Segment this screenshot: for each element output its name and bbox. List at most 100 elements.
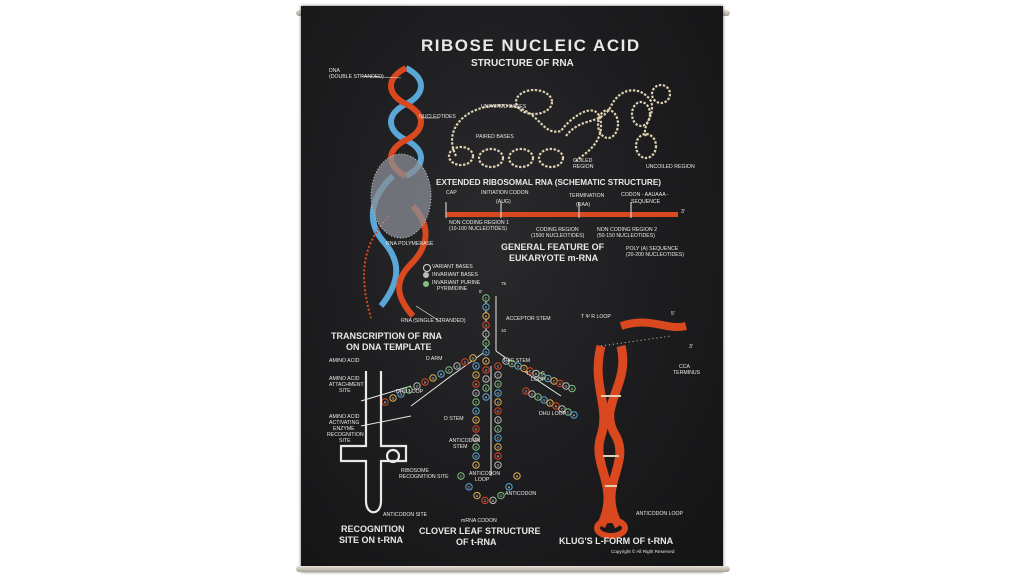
clover-base-circle [482, 375, 490, 383]
clover-base-letter: C [567, 411, 570, 415]
clover-base-letter: A [440, 373, 443, 377]
act-label-1: AMINO ACID [329, 414, 360, 420]
five-prime-label: 5' [479, 289, 483, 294]
coiled-label: COILED [573, 158, 593, 164]
cap-label: CAP [446, 190, 457, 196]
clover-base-letter: U [559, 382, 562, 386]
clover-base-circle [473, 491, 481, 500]
clover-base-circle [526, 367, 534, 375]
noncoding1-count: (10-100 NUCLEOTIDES) [449, 226, 507, 232]
clover-base-letter: A [497, 455, 500, 459]
clover-base-circle [429, 374, 437, 382]
dna-label: DNA [329, 68, 340, 74]
clover-base-circle [568, 384, 576, 393]
clover-base-circle [522, 387, 530, 395]
bottom-hanging-rod [296, 566, 730, 572]
dhu-loop-label: DHU LOOP [396, 389, 424, 395]
poster-subtitle: STRUCTURE OF RNA [471, 58, 574, 69]
clover-base-letter: G [485, 351, 488, 355]
clover-base-circle [508, 359, 516, 368]
clover-base-circle [494, 416, 502, 424]
rna-polymerase-label: RNA POLYMERASE [386, 241, 434, 247]
clover-base-letter: U [531, 393, 534, 397]
termination-label: TERMINATION [569, 193, 605, 199]
invariant-bases-label: INVARIANT BASES [432, 272, 478, 278]
clover-base-circle [481, 496, 489, 505]
clover-base-letter: C [497, 437, 500, 441]
clover-base-circle [494, 425, 502, 433]
clover-base-letter: G [432, 377, 435, 381]
clover-base-circle [494, 452, 502, 460]
clover-base-letter: C [448, 369, 451, 373]
clover-base-circle [482, 321, 490, 329]
clover-base-letter: G [500, 494, 503, 498]
clover-base-letter: C [464, 361, 467, 365]
act-label-4: RECOGNITION [327, 432, 364, 438]
clover-base-letter: C [553, 380, 556, 384]
clover-base-letter: G [497, 410, 500, 414]
clover-base-letter: A [535, 372, 538, 376]
cloverleaf-heading-1: CLOVER LEAF STRUCTURE [419, 526, 541, 536]
ribosome-label-1: RIBOSOME [401, 468, 429, 474]
anticodon-stem-label: ANTICODON [449, 438, 481, 444]
clover-base-letter: U [475, 464, 478, 468]
clover-base-letter: A [511, 362, 514, 366]
d-arm-label: D ARM [426, 356, 443, 362]
clover-base-letter: U [497, 401, 500, 405]
pos-10-label: 10 [501, 328, 507, 333]
clover-base-circle [497, 491, 505, 500]
clover-base-circle [472, 380, 480, 388]
clover-base-circle [538, 372, 546, 380]
three-prime-label: 3' [681, 209, 685, 215]
clover-base-circle [482, 357, 490, 365]
clover-base-circle [494, 371, 502, 379]
recognition-heading-2: SITE ON t-RNA [339, 535, 403, 545]
clover-base-circle [472, 362, 480, 370]
ribosome-label-2: RECOGNITION SITE [399, 474, 449, 480]
clover-base-letter: U [485, 378, 488, 382]
clover-base-circle [494, 398, 502, 406]
clover-base-letter: G [400, 393, 403, 397]
clover-base-circle [465, 483, 473, 491]
chart-artwork: CCAGCGGAUUUAGCUCAGUUGGGAGAGCCAGACUGAAGAU… [339, 65, 687, 539]
lform-anticodon-loop-label: ANTICODON LOOP [636, 511, 683, 517]
clover-base-letter: C [475, 401, 478, 405]
clover-base-letter: A [516, 475, 519, 479]
unpaired-bases-label: UNPAIRED BASES [481, 104, 527, 110]
pyrimidine-label: PYRIMIDINE [437, 286, 468, 292]
tpsic-stem-label: TΨC STEM [503, 358, 531, 364]
uncoiled-label: UNCOILED REGION [646, 164, 695, 170]
clover-base-circle [482, 393, 490, 401]
clover-base-circle [482, 312, 490, 320]
clover-base-letter: A [475, 383, 478, 387]
clover-base-letter: A [492, 499, 495, 503]
clover-base-letter: A [475, 437, 478, 441]
clover-leaf-bases: CCAGCGGAUUUAGCUCAGUUGGGAGAGCCAGACUGAAGAU… [381, 294, 578, 505]
clover-base-letter: G [565, 385, 568, 389]
clover-base-circle [494, 434, 502, 442]
noncoding2-label: NON CODING REGION 2 [597, 227, 657, 233]
clover-base-letter: A [555, 405, 558, 409]
clover-base-letter: G [505, 360, 508, 364]
clover-base-circle [389, 394, 397, 402]
clover-base-letter: C [497, 365, 500, 369]
clover-base-letter: G [475, 446, 478, 450]
clover-base-letter: A [547, 377, 550, 381]
clover-base-circle [540, 396, 548, 404]
clover-base-letter: G [517, 365, 520, 369]
clover-base-letter: A [485, 360, 488, 364]
clover-base-letter: C [485, 333, 488, 337]
clover-base-circle [472, 407, 480, 415]
dhu-loop-right-label: DHU LOOP [539, 411, 567, 417]
clover-base-letter: G [485, 342, 488, 346]
clover-base-letter: A [476, 494, 479, 498]
clover-base-circle [482, 348, 490, 356]
clover-base-circle [494, 461, 502, 469]
act-label-5: SITE [339, 438, 351, 444]
clover-base-letter: C [484, 499, 487, 503]
ribosomal-heading: EXTENDED RIBOSOMAL RNA (SCHEMATIC STRUCT… [436, 178, 662, 187]
clover-base-letter: C [523, 367, 526, 371]
clover-base-circle [472, 434, 480, 442]
clover-base-letter: C [549, 402, 552, 406]
lform-heading: KLUG'S L-FORM OF t-RNA [559, 536, 674, 546]
